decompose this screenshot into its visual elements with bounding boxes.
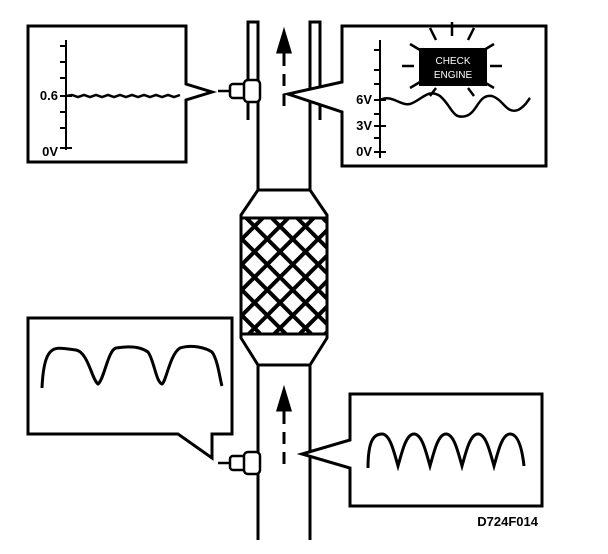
- downstream-switching-signal-trace: [366, 432, 526, 472]
- upstream-signal-trace: [65, 93, 181, 99]
- downstream-tick-6v: 6V: [356, 92, 372, 107]
- catalytic-converter: [239, 188, 329, 367]
- upstream-switching-signal-trace: [40, 344, 224, 389]
- catalyst-substrate: [239, 216, 329, 336]
- downstream-tick-3v: 3V: [356, 118, 372, 133]
- figure-code: D724F014: [477, 514, 538, 529]
- downstream-o2-sensor: [218, 450, 262, 476]
- check-engine-line2: ENGINE: [434, 70, 473, 81]
- flow-arrow-lower: [275, 384, 293, 464]
- check-engine-light: CHECK ENGINE: [402, 22, 502, 97]
- downstream-switching-scope-callout: [296, 392, 544, 508]
- flow-arrow-upper: [275, 26, 293, 106]
- downstream-fail-scope-callout: 6V 3V 0V CHECK ENGINE: [282, 22, 548, 168]
- upstream-switching-scope-callout: [26, 316, 234, 461]
- upstream-scope-callout: 0.6 0V: [26, 24, 218, 164]
- downstream-fail-signal-trace: [379, 92, 531, 118]
- upstream-tick-low: 0V: [42, 144, 58, 159]
- check-engine-line1: CHECK: [435, 56, 470, 67]
- upstream-tick-high: 0.6: [40, 88, 58, 103]
- downstream-tick-0v: 0V: [356, 144, 372, 159]
- upstream-o2-sensor: [218, 78, 262, 104]
